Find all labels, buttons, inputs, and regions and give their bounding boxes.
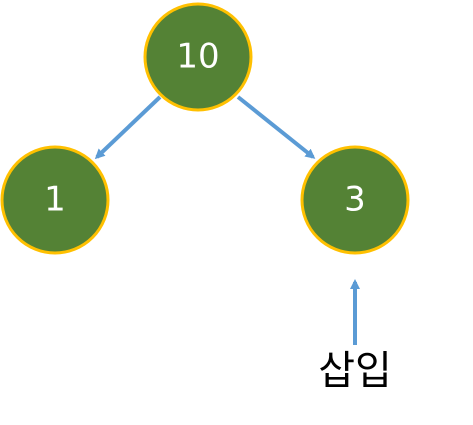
node-root: 10	[143, 2, 253, 112]
edge-root-to-left	[94, 95, 162, 160]
node-root-circle	[143, 2, 253, 112]
node-right: 3	[300, 145, 410, 255]
node-root-label: 10	[176, 37, 219, 77]
insert-label: 삽입	[318, 348, 392, 394]
node-left-label: 1	[44, 180, 66, 220]
node-right-label: 3	[344, 180, 366, 220]
node-left-circle	[0, 145, 110, 255]
edge-root-to-right	[236, 95, 316, 159]
node-left: 1	[0, 145, 110, 255]
node-right-circle	[300, 145, 410, 255]
